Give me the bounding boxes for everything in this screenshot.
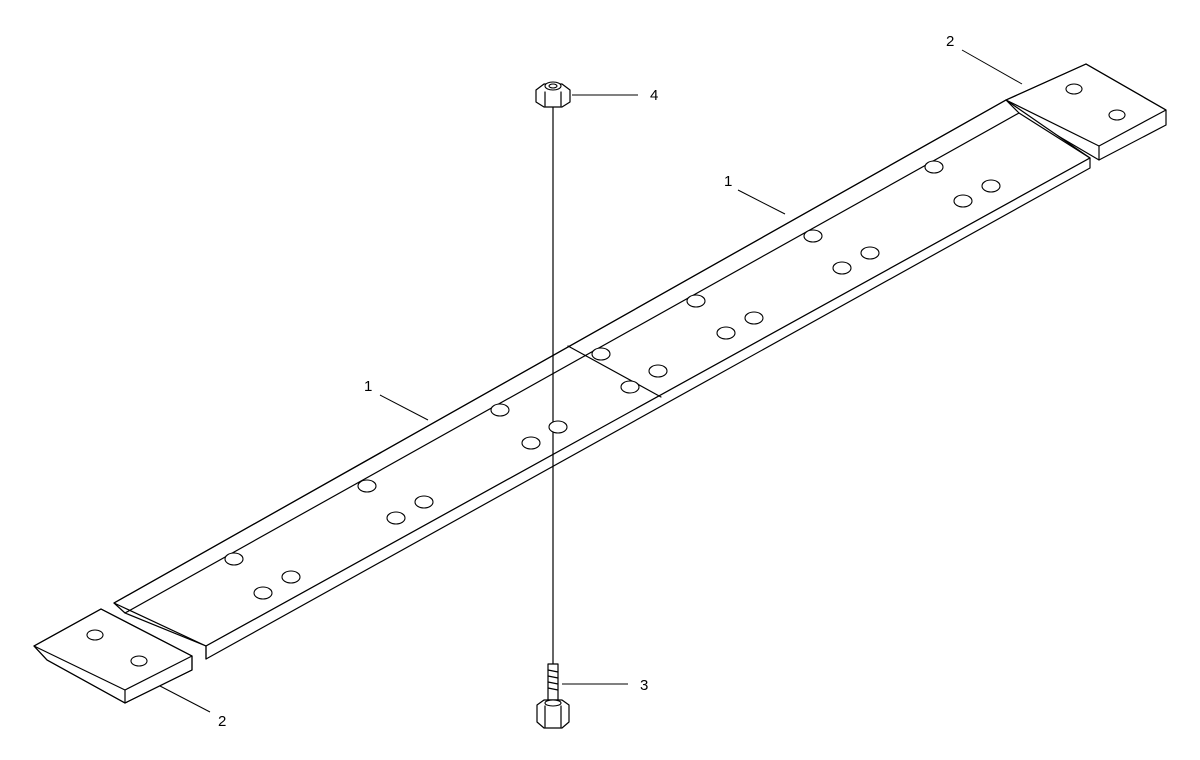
- plate-hole: [130, 655, 148, 667]
- bar-hole: [860, 246, 880, 260]
- callout-bar-lower: 1: [364, 378, 372, 395]
- callout-bar-upper: 1: [724, 173, 732, 190]
- bar-hole: [521, 436, 541, 450]
- bar-hole: [591, 347, 611, 361]
- bar-hole: [490, 403, 510, 417]
- leader-line: [379, 394, 429, 421]
- bar-seam: [567, 345, 662, 398]
- end-plate-lower: [33, 608, 193, 704]
- bar-hole: [803, 229, 823, 243]
- bar-hole: [357, 479, 377, 493]
- callout-nut: 4: [650, 87, 658, 104]
- plate-hole: [86, 629, 104, 641]
- leader-line: [737, 189, 786, 215]
- bar-hole: [744, 311, 764, 325]
- callout-end-plate-lower: 2: [218, 713, 226, 730]
- nut: [535, 81, 571, 108]
- bar-hole: [281, 570, 301, 584]
- bar-hole: [548, 420, 568, 434]
- bar-hole: [924, 160, 944, 174]
- bar-hole: [648, 364, 668, 378]
- bolt: [536, 663, 570, 729]
- bar-hole: [414, 495, 434, 509]
- callout-end-plate-upper: 2: [946, 33, 954, 50]
- bar-hole: [686, 294, 706, 308]
- bar-hole: [981, 179, 1001, 193]
- callout-bolt: 3: [640, 677, 648, 694]
- bar-hole: [620, 380, 640, 394]
- plate-hole: [1065, 83, 1083, 95]
- plate-hole: [1108, 109, 1126, 121]
- bar-assembly: [113, 99, 1091, 660]
- bar-hole: [716, 326, 736, 340]
- leader-line: [961, 49, 1023, 85]
- leader-line: [159, 685, 211, 713]
- bar-hole: [253, 586, 273, 600]
- bar-hole: [953, 194, 973, 208]
- bar-hole: [386, 511, 406, 525]
- bar-hole: [832, 261, 852, 275]
- bar-hole: [224, 552, 244, 566]
